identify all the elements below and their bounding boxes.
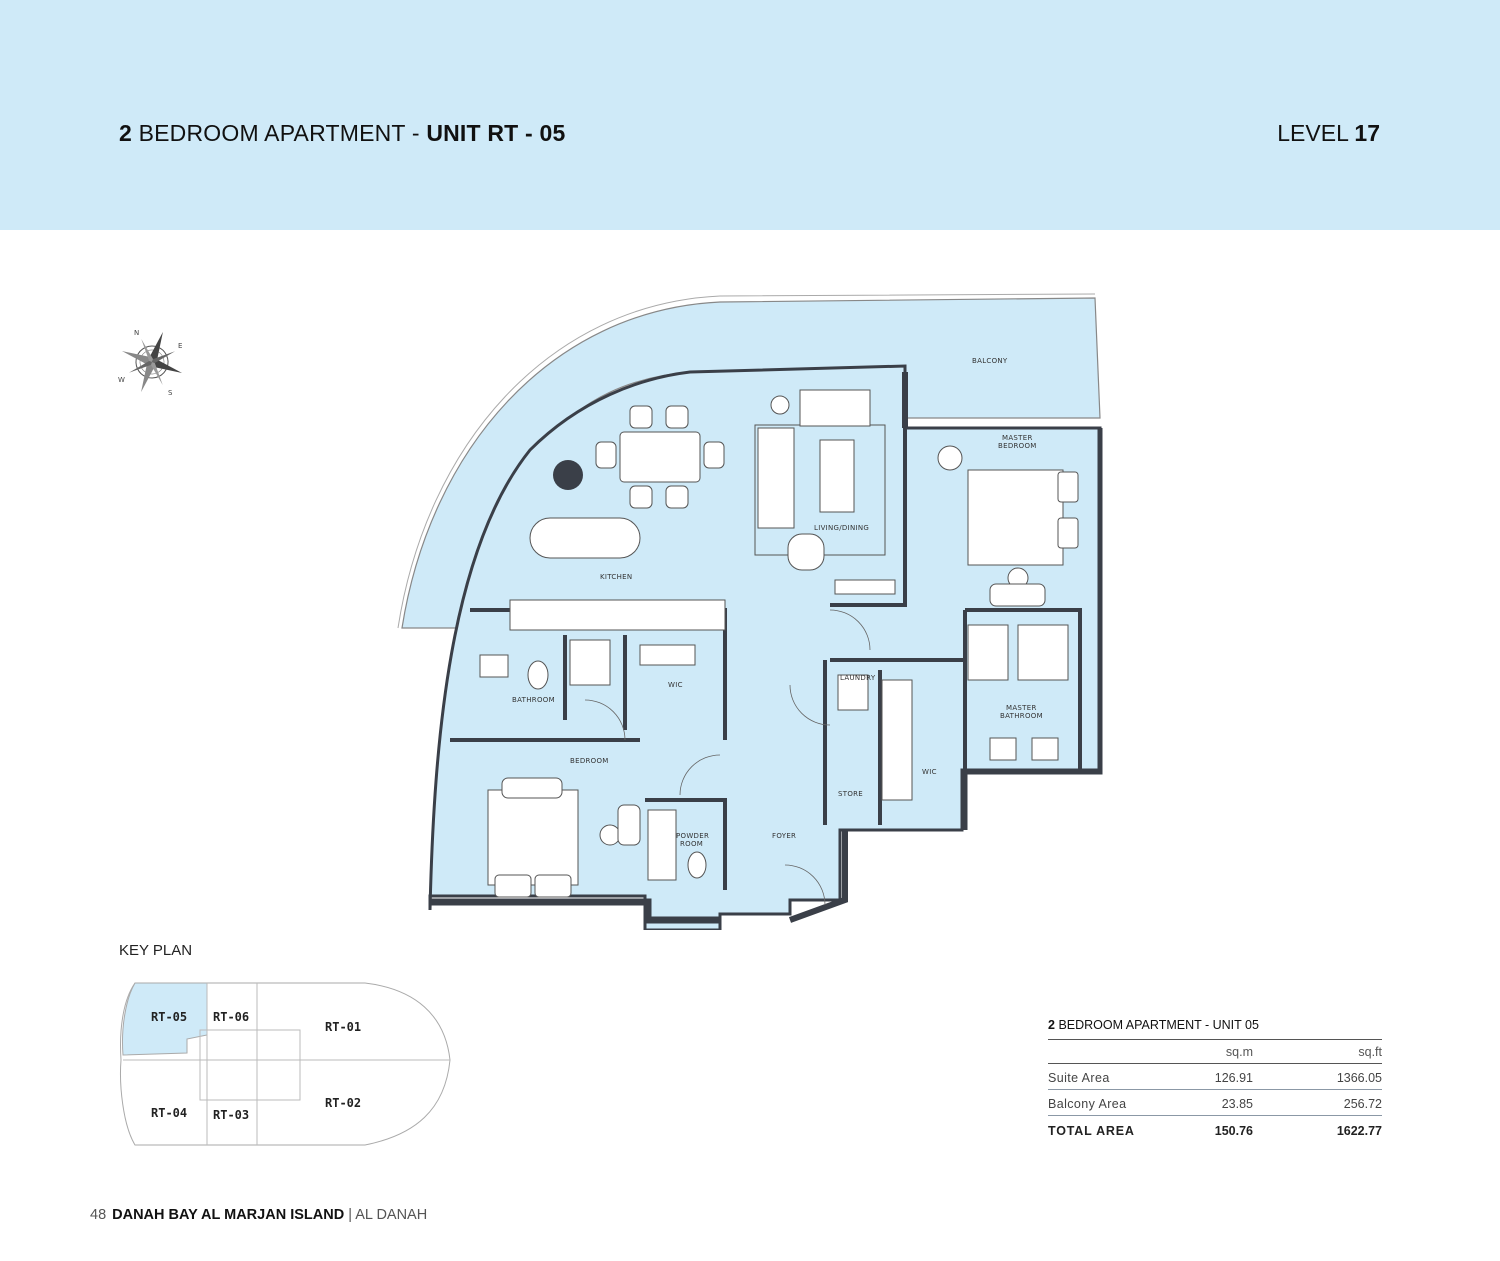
level-indicator: LEVEL 17 <box>1277 120 1380 146</box>
developer-name: AL DANAH <box>355 1207 428 1223</box>
svg-text:RT-02: RT-02 <box>325 1096 361 1110</box>
svg-text:N: N <box>134 329 139 337</box>
svg-text:RT-05: RT-05 <box>151 1010 187 1024</box>
area-table-title: 2 BEDROOM APARTMENT - UNIT 05 <box>1048 1018 1382 1040</box>
key-plan-title: KEY PLAN <box>119 942 193 959</box>
svg-text:LIVING/DINING: LIVING/DINING <box>814 524 869 532</box>
svg-text:S: S <box>168 389 173 397</box>
svg-text:BALCONY: BALCONY <box>972 357 1008 365</box>
table-row: Balcony Area 23.85 256.72 <box>1048 1090 1382 1116</box>
svg-text:RT-01: RT-01 <box>325 1020 361 1034</box>
svg-text:RT-04: RT-04 <box>151 1106 187 1120</box>
svg-text:E: E <box>178 342 182 350</box>
page-title: 2 BEDROOM APARTMENT - UNIT RT - 05 <box>119 120 566 146</box>
svg-text:BATHROOM: BATHROOM <box>1000 712 1043 720</box>
total-area-row: TOTAL AREA 150.76 1622.77 <box>1048 1124 1382 1138</box>
svg-text:BATHROOM: BATHROOM <box>512 696 555 704</box>
compass-rose-icon: N E S W <box>118 329 182 397</box>
page-number: 48 <box>90 1207 107 1223</box>
svg-text:LAUNDRY: LAUNDRY <box>840 674 876 682</box>
svg-text:MASTER: MASTER <box>1006 704 1037 712</box>
area-table-header: sq.m sq.ft <box>1048 1040 1382 1064</box>
area-table: 2 BEDROOM APARTMENT - UNIT 05 sq.m sq.ft… <box>1048 1018 1382 1142</box>
project-name: DANAH BAY AL MARJAN ISLAND <box>112 1207 345 1223</box>
svg-text:BEDROOM: BEDROOM <box>998 442 1037 450</box>
svg-text:RT-06: RT-06 <box>213 1010 249 1024</box>
svg-text:WIC: WIC <box>922 768 937 776</box>
svg-text:STORE: STORE <box>838 790 863 798</box>
table-row: Suite Area 126.91 1366.05 <box>1048 1064 1382 1090</box>
key-plan-unit-rt-05 <box>122 982 208 1056</box>
svg-text:KITCHEN: KITCHEN <box>600 573 632 581</box>
key-plan: RT-05 RT-06 RT-01 RT-04 RT-03 RT-02 <box>120 982 451 1146</box>
floor-plan: BALCONY MASTER BEDROOM LIVING/DINING KIT… <box>397 293 1103 930</box>
svg-text:MASTER: MASTER <box>1002 434 1033 442</box>
svg-text:ROOM: ROOM <box>680 840 703 848</box>
header-band <box>0 0 1500 230</box>
svg-text:WIC: WIC <box>668 681 683 689</box>
svg-text:W: W <box>118 376 125 384</box>
svg-text:POWDER: POWDER <box>676 832 709 840</box>
svg-text:FOYER: FOYER <box>772 832 796 840</box>
svg-text:RT-03: RT-03 <box>213 1108 249 1122</box>
svg-text:BEDROOM: BEDROOM <box>570 757 609 765</box>
